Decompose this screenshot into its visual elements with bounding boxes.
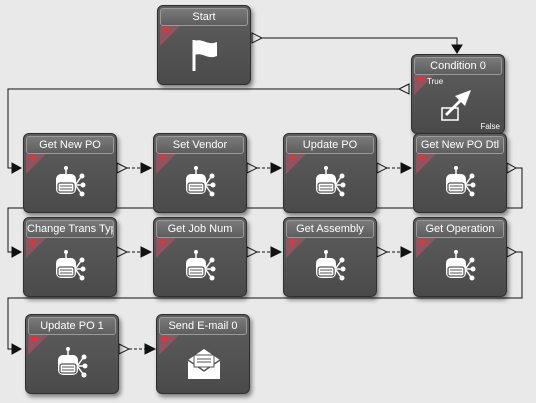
- node-title: Change Trans Type: [26, 220, 114, 238]
- method-node[interactable]: Get New PO Dtl +: [413, 133, 507, 213]
- node-title: Set Vendor: [156, 136, 244, 154]
- plus-icon[interactable]: +: [158, 150, 166, 165]
- method-node[interactable]: Get Job Num +: [153, 217, 247, 297]
- condition-node[interactable]: Condition 0 + True False: [411, 54, 505, 134]
- plus-icon[interactable]: +: [30, 331, 38, 346]
- node-title: Get New PO Dtl: [416, 136, 504, 154]
- method-node[interactable]: Update PO 1 +: [25, 314, 119, 394]
- method-icon: [55, 165, 87, 198]
- plus-icon[interactable]: +: [416, 71, 424, 86]
- corner-marker: [160, 26, 180, 46]
- corner-marker: [156, 154, 176, 174]
- node-title: Condition 0: [414, 57, 502, 75]
- node-title: Send E-mail 0: [159, 317, 247, 335]
- start-node[interactable]: Start +: [157, 5, 251, 85]
- method-icon: [55, 249, 87, 282]
- corner-marker: [286, 154, 306, 174]
- plus-icon[interactable]: +: [418, 234, 426, 249]
- false-label: False: [480, 122, 500, 131]
- method-icon: [185, 249, 217, 282]
- method-node[interactable]: Set Vendor +: [153, 133, 247, 213]
- node-title: Update PO 1: [28, 317, 116, 335]
- plus-icon[interactable]: +: [162, 22, 170, 37]
- node-title: Start: [160, 8, 248, 26]
- true-label: True: [427, 77, 444, 86]
- email-node[interactable]: Send E-mail 0 +: [156, 314, 250, 394]
- plus-icon[interactable]: +: [158, 234, 166, 249]
- node-title: Get New PO: [26, 136, 114, 154]
- corner-marker: [26, 238, 46, 258]
- node-title: Get Assembly: [286, 220, 374, 238]
- plus-icon[interactable]: +: [28, 150, 36, 165]
- corner-marker: [28, 335, 48, 355]
- email-icon: [187, 349, 221, 379]
- corner-marker: [159, 335, 179, 355]
- method-node[interactable]: Get Operation +: [413, 217, 507, 297]
- plus-icon[interactable]: +: [288, 234, 296, 249]
- corner-marker: [26, 154, 46, 174]
- flag-icon: [192, 40, 217, 71]
- method-icon: [445, 249, 477, 282]
- method-icon: [57, 346, 89, 379]
- corner-marker: [286, 238, 306, 258]
- corner-marker: [416, 154, 436, 174]
- method-node[interactable]: Get Assembly +: [283, 217, 377, 297]
- corner-marker: [156, 238, 176, 258]
- method-node[interactable]: Get New PO +: [23, 133, 117, 213]
- plus-icon[interactable]: +: [288, 150, 296, 165]
- method-node[interactable]: Change Trans Type +: [23, 217, 117, 297]
- plus-icon[interactable]: +: [418, 150, 426, 165]
- corner-marker: [414, 75, 434, 95]
- condition-arrow-icon: [441, 90, 471, 121]
- node-title: Get Operation: [416, 220, 504, 238]
- plus-icon[interactable]: +: [28, 234, 36, 249]
- method-icon: [315, 165, 347, 198]
- corner-marker: [416, 238, 436, 258]
- node-title: Get Job Num: [156, 220, 244, 238]
- node-title: Update PO: [286, 136, 374, 154]
- method-icon: [185, 165, 217, 198]
- method-node[interactable]: Update PO +: [283, 133, 377, 213]
- method-icon: [315, 249, 347, 282]
- plus-icon[interactable]: +: [161, 331, 169, 346]
- method-icon: [445, 165, 477, 198]
